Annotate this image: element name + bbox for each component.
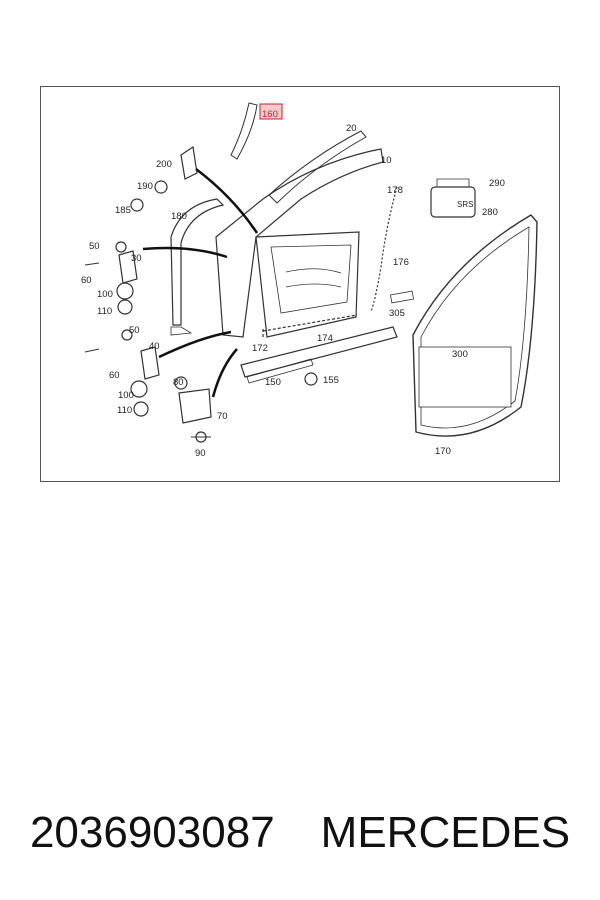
part-label-100a: 100 <box>97 289 113 300</box>
part-label-176: 176 <box>393 257 409 268</box>
part-label-80: 80 <box>173 377 184 388</box>
part-305 <box>390 290 414 304</box>
part-label-160: 160 <box>262 109 278 120</box>
part-label-150: 150 <box>265 377 281 388</box>
part-label-200: 200 <box>156 159 172 170</box>
door-seal <box>412 214 538 437</box>
hinge-30 <box>118 250 138 284</box>
part-label-100b: 100 <box>118 390 134 401</box>
strip-150 <box>246 358 314 384</box>
label-300-panel <box>418 346 512 408</box>
part-number: 2036903087 <box>29 808 275 857</box>
highlight-box <box>259 103 283 120</box>
part-label-50b: 50 <box>129 325 140 336</box>
part-label-300: 300 <box>452 349 468 360</box>
outer-frame <box>170 198 225 326</box>
part-label-60b: 60 <box>109 370 120 381</box>
part-label-50a: 50 <box>89 241 100 252</box>
part-label-40: 40 <box>149 341 160 352</box>
part-label-172: 172 <box>252 343 268 354</box>
part-label-155: 155 <box>323 375 339 386</box>
door-frame <box>215 148 384 338</box>
triangle-trim <box>230 102 258 160</box>
part-label-178: 178 <box>387 185 403 196</box>
leader-line <box>195 168 259 234</box>
leader-line <box>142 246 228 259</box>
part-label-174: 174 <box>317 333 333 344</box>
part-label-110b: 110 <box>117 405 132 416</box>
caption: 2036903087 MERCEDES <box>0 798 600 868</box>
part-label-305: 305 <box>389 308 405 319</box>
part-label-180: 180 <box>171 211 187 222</box>
part-label-170: 170 <box>435 446 451 457</box>
hinge-40 <box>140 346 160 380</box>
part-label-90: 90 <box>195 448 206 459</box>
part-label-190: 190 <box>137 181 153 192</box>
leader-line <box>158 330 232 359</box>
cable-176 <box>370 186 398 313</box>
srs-text: SRS <box>457 200 473 209</box>
part-label-185: 185 <box>115 205 131 216</box>
part-label-280: 280 <box>482 207 498 218</box>
door-inner-panel <box>255 231 360 338</box>
part-label-110a: 110 <box>97 306 112 317</box>
seal-172 <box>262 314 358 337</box>
part-label-10: 10 <box>381 155 392 166</box>
leader-line <box>211 348 238 398</box>
check-strap <box>178 388 212 424</box>
part-label-290: 290 <box>489 178 505 189</box>
part-label-70: 70 <box>217 411 228 422</box>
part-label-60a: 60 <box>81 275 92 286</box>
window-glass <box>268 130 367 204</box>
part-label-30: 30 <box>131 253 142 264</box>
srs-module <box>430 186 476 218</box>
brand-name: MERCEDES <box>320 808 571 857</box>
sill-trim <box>240 326 398 378</box>
bracket-200 <box>180 145 198 180</box>
part-label-20: 20 <box>346 123 357 134</box>
